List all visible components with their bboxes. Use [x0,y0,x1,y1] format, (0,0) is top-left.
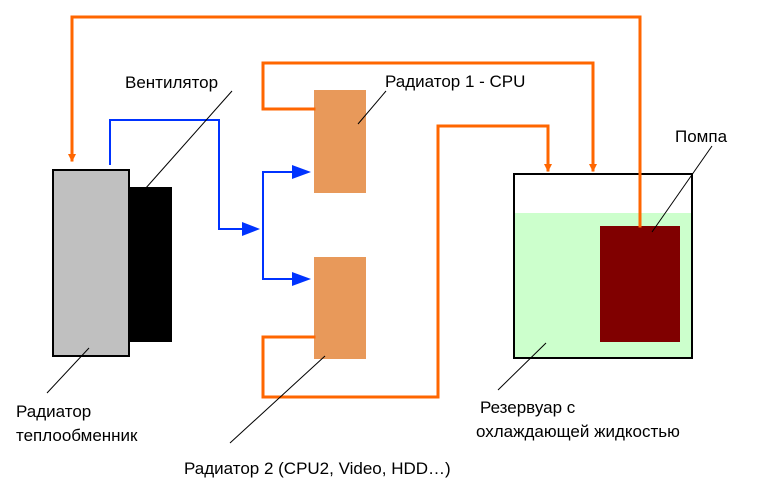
pump [600,226,680,342]
air-flow-arrow-main [242,222,260,236]
label-reservoir-line1: Резервуар с [480,398,576,417]
label-pump: Помпа [675,127,728,146]
label-fan: Вентилятор [125,73,218,92]
heat-exchanger-fan [127,187,172,342]
pipe-radiator2-to-reservoir [261,124,552,399]
leader-pump [651,145,713,233]
pipe-pump-to-heat-exchanger [68,15,642,228]
reservoir-box [513,173,693,359]
label-heat-exchanger-line1: Радиатор [16,402,91,421]
leader-radiator1 [357,90,387,125]
heat-exchanger-radiator [52,169,130,357]
leader-fan [144,90,233,190]
leader-radiator2 [229,355,326,444]
air-flow-branch [262,171,292,280]
pipe-radiator1-to-reservoir [261,61,597,172]
leader-reservoir [497,342,547,391]
label-reservoir-line2: охлаждающей жидкостью [476,422,680,441]
label-radiator-2: Радиатор 2 (CPU2, Video, HDD…) [184,459,451,478]
air-flow-line [109,119,242,230]
label-radiator-1: Радиатор 1 - CPU [385,72,525,91]
radiator-2 [314,257,366,359]
label-heat-exchanger-line2: теплообменник [16,426,138,445]
leader-heat-exchanger [46,347,90,394]
air-flow-arrow-lower [292,272,311,286]
radiator-1-cpu [314,90,366,193]
air-flow-arrow-upper [292,165,311,179]
